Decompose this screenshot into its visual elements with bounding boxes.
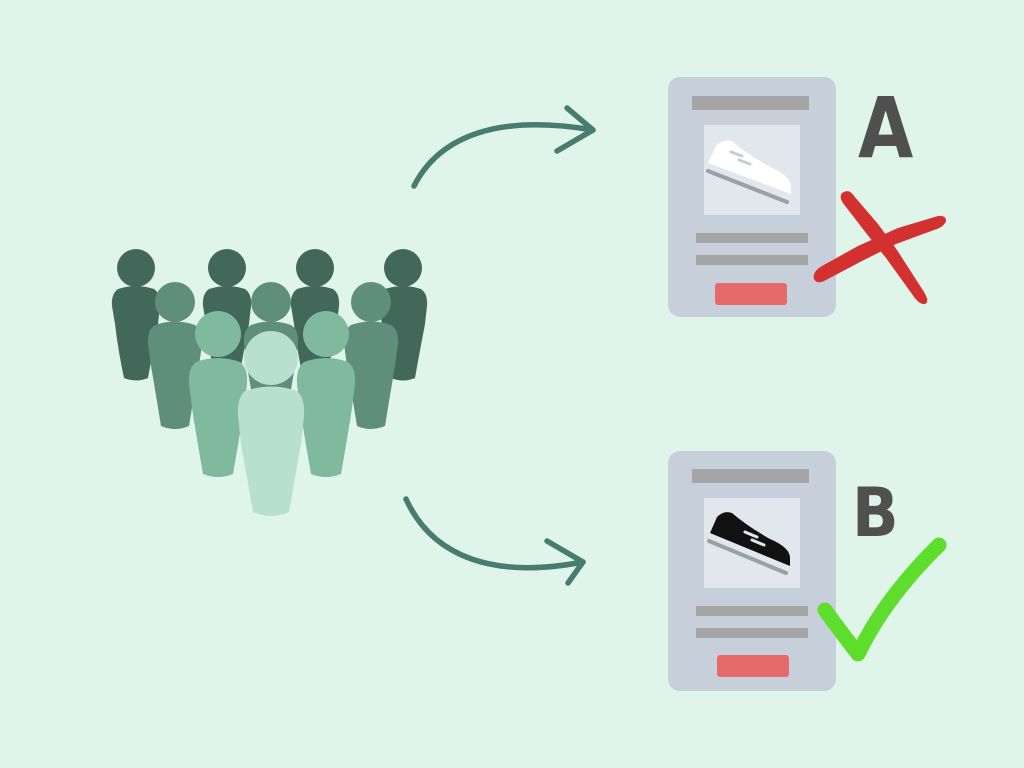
red-x-icon: [813, 191, 946, 305]
card-b-button: [717, 655, 789, 677]
card-a-button: [715, 283, 787, 305]
card-b-text-line-2: [696, 628, 808, 638]
crowd-of-people-icon: [111, 249, 428, 516]
crowd-front-person: [237, 331, 305, 516]
variant-b-card: [668, 451, 836, 691]
arrow-to-variant-a: [411, 105, 596, 189]
variant-b-label: B: [852, 474, 899, 553]
card-b-title-bar: [692, 469, 809, 483]
variant-a-card: [668, 77, 836, 317]
card-a-text-line-1: [696, 233, 808, 243]
crowd-second-row: [147, 282, 399, 429]
variant-a-label: A: [858, 79, 914, 177]
arrow-to-variant-b: [403, 496, 586, 586]
green-checkmark-icon: [817, 537, 947, 662]
card-a-title-bar: [692, 96, 809, 110]
card-b-text-line-1: [696, 606, 808, 616]
white-sneaker-icon: [706, 140, 791, 204]
crowd-third-row: [188, 311, 356, 477]
card-a-text-line-2: [696, 255, 808, 265]
black-sneaker-icon: [707, 512, 790, 575]
